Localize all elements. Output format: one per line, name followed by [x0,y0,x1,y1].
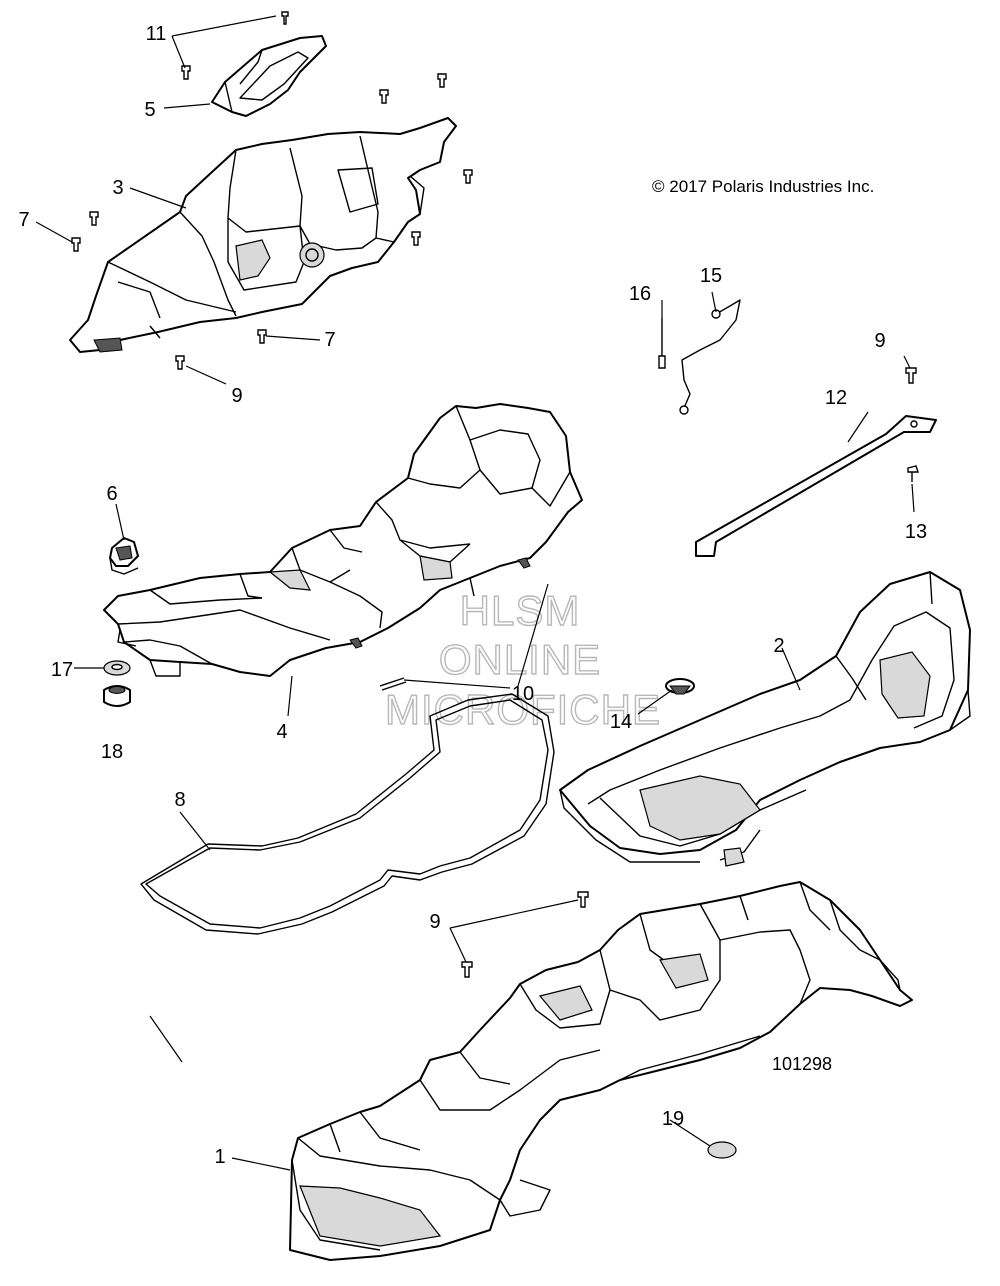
callout-4: 4 [276,721,287,743]
callout-1: 1 [214,1146,225,1168]
part-10-rod [379,677,407,691]
callout-2: 2 [773,635,784,657]
callout-14: 14 [610,711,632,733]
part-16-pin [658,318,666,369]
callout-5: 5 [144,99,155,121]
part-12-strap [695,415,937,557]
part-2-tub [559,571,971,867]
part-5-bracket [211,35,327,117]
callout-3: 3 [112,177,123,199]
callout-15: 15 [700,265,722,287]
callout-9-right: 9 [874,330,885,352]
callout-17: 17 [51,659,73,681]
detail-line [149,1015,183,1063]
part-8-seal [140,693,555,935]
part-17-washer [103,660,131,676]
part-4-panel [103,403,583,677]
part-15-cable [679,299,741,415]
callout-10: 10 [512,683,534,705]
callout-9-lower: 9 [429,911,440,933]
callout-11: 11 [146,23,167,45]
fasteners-top [71,11,473,370]
fasteners-right [905,367,919,482]
part-19-cap [707,1141,737,1159]
part-6-clip [109,537,139,575]
callout-16: 16 [629,283,651,305]
callout-13: 13 [905,521,927,543]
part-18-grommet [103,685,131,707]
callout-18: 18 [101,741,123,763]
copyright-text: © 2017 Polaris Industries Inc. [652,177,874,196]
callouts: 11 5 3 7 7 9 6 17 18 4 8 10 14 2 16 15 9… [18,23,927,1168]
fasteners-lower [461,891,589,978]
leader-lines [35,15,915,1171]
watermark-line-1: HLSM [460,587,581,634]
callout-12: 12 [825,387,847,409]
callout-6: 6 [106,483,117,505]
callout-7-left: 7 [18,209,29,231]
callout-7-right: 7 [324,329,335,351]
diagram-id: 101298 [772,1054,832,1074]
part-1-fender [289,881,913,1261]
callout-9-upper: 9 [231,385,242,407]
callout-19: 19 [662,1108,684,1130]
watermark-line-2: ONLINE [439,636,601,683]
part-14-plug [665,678,695,695]
part-3-front-cover [69,117,457,353]
callout-8: 8 [174,789,185,811]
